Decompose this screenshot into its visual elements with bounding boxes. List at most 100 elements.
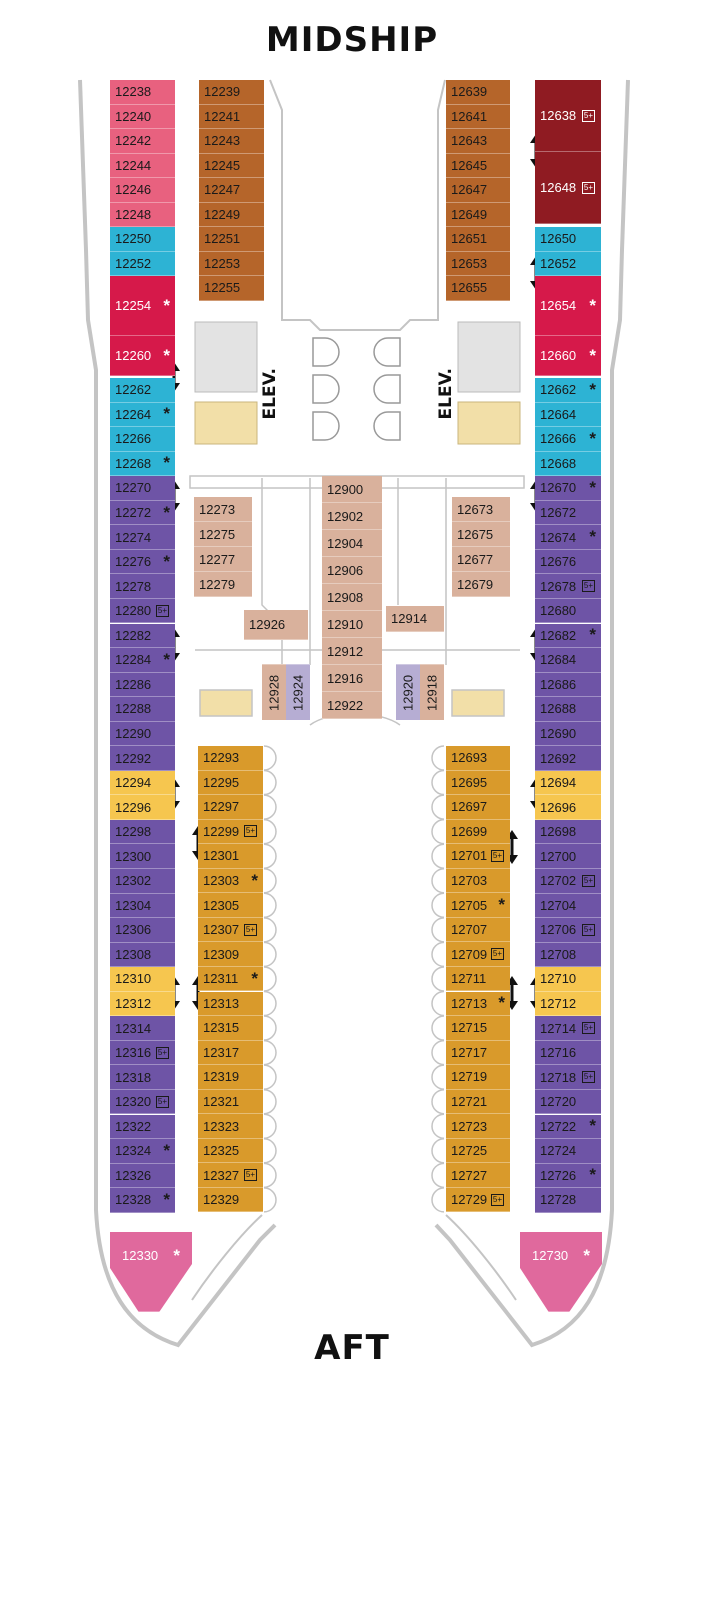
cabin-12704[interactable]: 12704 [535,893,601,919]
cabin-12664[interactable]: 12664 [535,402,601,428]
cabin-12906[interactable]: 12906 [322,557,382,584]
cabin-12244[interactable]: 12244 [110,153,175,178]
cabin-12688[interactable]: 12688 [535,697,601,722]
cabin-12306[interactable]: 12306 [110,918,175,943]
cabin-12724[interactable]: 12724 [535,1139,601,1164]
cabin-12712[interactable]: 12712 [535,991,601,1017]
cabin-12247[interactable]: 12247 [199,178,264,203]
cabin-12297[interactable]: 12297 [198,795,263,820]
cabin-12253[interactable]: 12253 [199,251,264,276]
cabin-12650[interactable]: 12650 [535,227,601,252]
cabin-12252[interactable]: 12252 [110,251,175,276]
cabin-12916[interactable]: 12916 [322,665,382,692]
cabin-12651[interactable]: 12651 [446,227,510,252]
cabin-12243[interactable]: 12243 [199,129,264,154]
cabin-12315[interactable]: 12315 [198,1016,263,1041]
cabin-12296[interactable]: 12296 [110,795,175,820]
cabin-12720[interactable]: 12720 [535,1089,601,1115]
cabin-12684[interactable]: 12684 [535,648,601,673]
cabin-12912[interactable]: 12912 [322,638,382,665]
cabin-12248[interactable]: 12248 [110,202,175,227]
cabin-12249[interactable]: 12249 [199,202,264,227]
cabin-12242[interactable]: 12242 [110,129,175,154]
cabin-12723[interactable]: 12723 [446,1114,510,1139]
cabin-12686[interactable]: 12686 [535,672,601,698]
cabin-12728[interactable]: 12728 [535,1188,601,1213]
cabin-12721[interactable]: 12721 [446,1089,510,1115]
cabin-12317[interactable]: 12317 [198,1040,263,1066]
cabin-12643[interactable]: 12643 [446,129,510,154]
cabin-12719[interactable]: 12719 [446,1065,510,1090]
cabin-12690[interactable]: 12690 [535,721,601,747]
cabin-12300[interactable]: 12300 [110,844,175,869]
cabin-12328[interactable]: 12328* [110,1188,175,1213]
cabin-12238[interactable]: 12238 [110,80,175,105]
cabin-12303[interactable]: 12303* [198,868,263,894]
cabin-12647[interactable]: 12647 [446,178,510,203]
cabin-12673[interactable]: 12673 [452,497,510,522]
cabin-12645[interactable]: 12645 [446,153,510,178]
cabin-12649[interactable]: 12649 [446,202,510,227]
cabin-12239[interactable]: 12239 [199,80,264,105]
cabin-12705[interactable]: 12705* [446,893,510,918]
cabin-12324[interactable]: 12324* [110,1139,175,1164]
cabin-12717[interactable]: 12717 [446,1040,510,1066]
cabin-12675[interactable]: 12675 [452,522,510,547]
cabin-12275[interactable]: 12275 [194,522,252,547]
cabin-12692[interactable]: 12692 [535,746,601,771]
cabin-12693[interactable]: 12693 [446,746,510,771]
cabin-12695[interactable]: 12695 [446,770,510,796]
cabin-12716[interactable]: 12716 [535,1040,601,1066]
cabin-12928[interactable]: 12928 [262,664,286,720]
cabin-12319[interactable]: 12319 [198,1065,263,1090]
cabin-12727[interactable]: 12727 [446,1163,510,1188]
cabin-12270[interactable]: 12270 [110,476,175,501]
cabin-12707[interactable]: 12707 [446,917,510,943]
cabin-12725[interactable]: 12725 [446,1138,510,1164]
cabin-12310[interactable]: 12310 [110,967,175,992]
cabin-12251[interactable]: 12251 [199,227,264,252]
cabin-12654[interactable]: 12654* [535,276,601,336]
cabin-12711[interactable]: 12711 [446,966,510,992]
cabin-12715[interactable]: 12715 [446,1016,510,1041]
cabin-12902[interactable]: 12902 [322,503,382,530]
cabin-12700[interactable]: 12700 [535,844,601,869]
cabin-12273[interactable]: 12273 [194,497,252,522]
cabin-12321[interactable]: 12321 [198,1089,263,1115]
cabin-12308[interactable]: 12308 [110,942,175,968]
cabin-12699[interactable]: 12699 [446,819,510,845]
cabin-12670[interactable]: 12670* [535,476,601,501]
cabin-12726[interactable]: 12726* [535,1163,601,1189]
cabin-12329[interactable]: 12329 [198,1187,263,1213]
cabin-12710[interactable]: 12710 [535,967,601,992]
cabin-12652[interactable]: 12652 [535,251,601,276]
cabin-12694[interactable]: 12694 [535,770,601,796]
cabin-12302[interactable]: 12302 [110,869,175,894]
cabin-12304[interactable]: 12304 [110,893,175,919]
cabin-12666[interactable]: 12666* [535,427,601,452]
cabin-12309[interactable]: 12309 [198,942,263,967]
cabin-12288[interactable]: 12288 [110,697,175,722]
cabin-12313[interactable]: 12313 [198,991,263,1017]
cabin-12277[interactable]: 12277 [194,547,252,572]
cabin-12298[interactable]: 12298 [110,819,175,845]
cabin-12314[interactable]: 12314 [110,1016,175,1041]
cabin-12922[interactable]: 12922 [322,692,382,719]
cabin-12660[interactable]: 12660* [535,336,601,376]
cabin-12290[interactable]: 12290 [110,721,175,747]
cabin-12674[interactable]: 12674* [535,525,601,550]
cabin-12264[interactable]: 12264* [110,402,175,428]
cabin-12311[interactable]: 12311* [198,966,263,992]
cabin-12904[interactable]: 12904 [322,530,382,557]
